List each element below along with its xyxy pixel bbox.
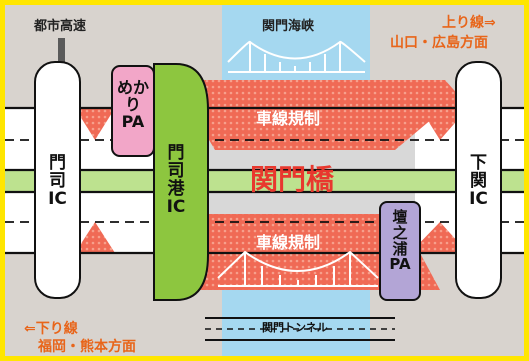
strait-label: 関門海峡 [262, 19, 315, 34]
moji-ic-box [34, 61, 81, 299]
dannoura-pa-label: 壇 之 浦 PA [389, 208, 411, 274]
up-destination-label: 山口・広島方面 [390, 35, 488, 51]
up-line-label: 上り線⇒ [442, 15, 496, 31]
down-line-label: ⇐下り線 [24, 321, 78, 337]
median-strip [5, 170, 524, 192]
urban-expressway-road [58, 38, 65, 68]
mojiko-ic-box [153, 63, 209, 301]
lane-restriction-zone-bottom [205, 214, 420, 253]
bridge-icon-bottom [217, 250, 379, 287]
moji-ic-label: 門 司 IC [48, 153, 67, 209]
bridge-icon-top [227, 40, 366, 73]
restriction-taper-right-bottom [410, 222, 468, 253]
kanmon-tunnel [205, 317, 395, 341]
down-destination-label: 福岡・熊本方面 [38, 339, 136, 355]
shimonoseki-ic-box [455, 61, 502, 299]
restriction-label-top: 車線規制 [256, 109, 321, 128]
restriction-label-bottom: 車線規制 [256, 233, 321, 252]
lane-restriction-zone-bottom-lower [190, 253, 440, 290]
urban-expressway-label: 都市高速 [34, 19, 87, 34]
mekari-pa-label: めか り PA [116, 78, 149, 131]
shimonoseki-ic-label: 下 関 IC [469, 153, 488, 209]
kanmon-bridge-title: 関門橋 [250, 163, 335, 196]
dannoura-pa-box [379, 201, 421, 301]
tunnel-label: 関門トンネル [262, 321, 328, 334]
restriction-taper-left [75, 108, 115, 140]
restriction-taper-left-bottom [75, 222, 115, 253]
mojiko-ic-label: 門 司 港 IC [166, 143, 186, 217]
